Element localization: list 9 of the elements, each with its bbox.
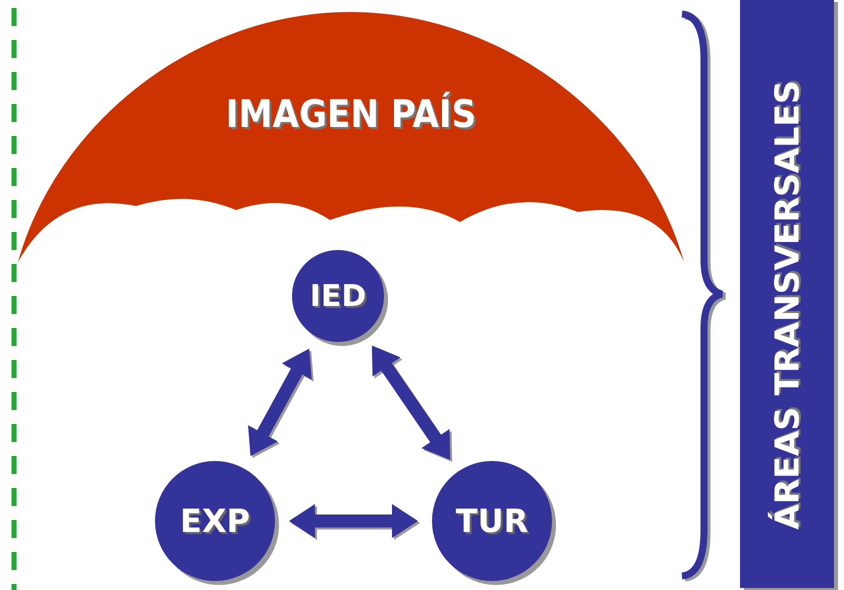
side-band bbox=[740, 0, 834, 588]
node-label: TUR bbox=[456, 502, 528, 540]
node-label: IED bbox=[310, 278, 366, 314]
double-arrow bbox=[289, 504, 418, 538]
umbrella-label: IMAGEN PAÍS bbox=[226, 92, 476, 136]
node-label: EXP bbox=[180, 502, 250, 540]
double-arrow bbox=[372, 346, 450, 460]
band-label: ÁREAS TRANSVERSALES bbox=[768, 80, 806, 530]
double-arrow bbox=[248, 348, 312, 456]
